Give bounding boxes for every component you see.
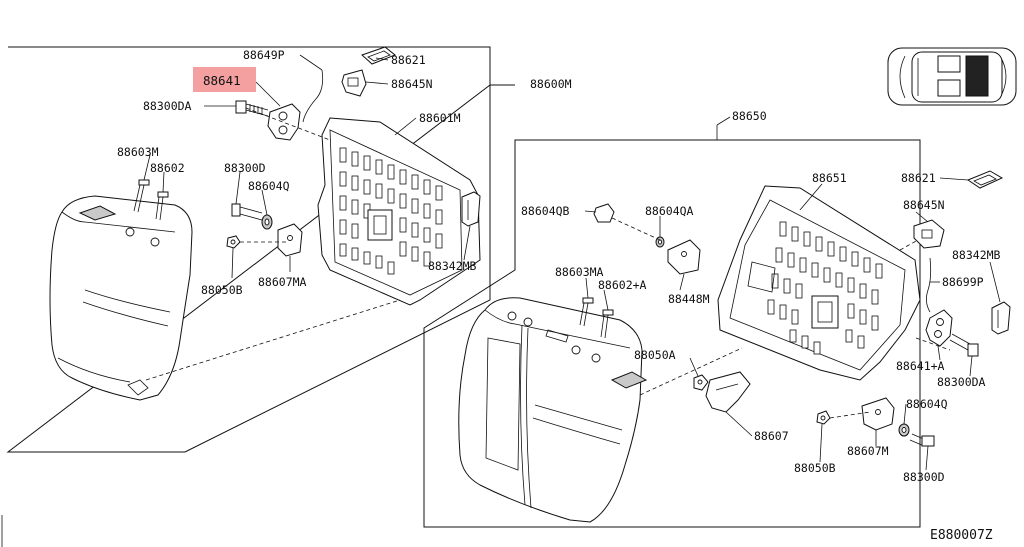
latch-88645N-right [913,219,945,249]
label-88645N-left[interactable]: 88645N [391,77,433,91]
label-88621-left[interactable]: 88621 [391,53,426,67]
wire-88699P [926,257,932,313]
bracket-88641A [925,309,953,347]
nut-88050A [693,374,709,391]
label-88604Q-left[interactable]: 88604Q [248,179,290,193]
cover-88621-left [361,46,396,65]
label-88602[interactable]: 88602 [150,161,185,175]
left-seat-back-cushion [49,195,193,401]
label-88602A[interactable]: 88602+A [598,278,647,292]
vehicle-location-icon [887,47,1017,106]
label-88300DA-right[interactable]: 88300DA [937,375,986,389]
diagram-code: E880007Z [930,528,993,543]
pin-88602 [155,191,169,221]
washer-88604Q-left [261,214,273,230]
label-88300DA-left[interactable]: 88300DA [143,99,192,113]
label-88342MB-left[interactable]: 88342MB [428,259,477,273]
washer-88604Q-right [898,423,910,437]
right-seat-back-cushion [458,297,648,523]
wire-88649P [302,69,324,123]
right-back-frame-88651 [717,185,921,381]
label-88448M[interactable]: 88448M [668,292,710,306]
hinge-88607MA-left [277,223,303,257]
label-88641-highlighted[interactable]: 88641 [203,73,241,88]
label-88641A[interactable]: 88641+A [896,359,945,373]
label-88607MA[interactable]: 88607MA [258,275,307,289]
highlight-88641 [193,67,256,92]
label-88342MB-right[interactable]: 88342MB [952,248,1001,262]
label-88050B-left[interactable]: 88050B [201,283,243,297]
hinge-88607 [705,371,751,413]
label-88601M[interactable]: 88601M [419,111,461,125]
label-88604QB[interactable]: 88604QB [521,204,570,218]
label-88603MA[interactable]: 88603MA [555,265,604,279]
bracket-88641 [267,103,301,141]
part-labels: 88649P 88641 88300DA 88621 88645N 88600M… [117,48,1001,543]
nut-88050B-right [816,410,831,425]
label-88650[interactable]: 88650 [732,109,767,123]
label-88607[interactable]: 88607 [754,429,789,443]
clip-88604QB [593,203,615,223]
cover-88342MB-right [991,301,1011,335]
nut-88050B-left [226,235,241,249]
label-88300D-left[interactable]: 88300D [224,161,266,175]
bracket-88448M [667,239,701,275]
label-88604Q-right[interactable]: 88604Q [906,397,948,411]
label-88050B-right[interactable]: 88050B [794,461,836,475]
bolt-88300DA-left [235,100,269,117]
hinge-88607M [861,397,895,431]
pin-88602A [600,309,614,339]
label-88621-right[interactable]: 88621 [901,171,936,185]
label-88649P[interactable]: 88649P [243,48,285,62]
bolt-88300D-right [909,433,935,447]
label-88607M[interactable]: 88607M [847,444,889,458]
label-88645N-right[interactable]: 88645N [903,198,945,212]
bolt-88300D-left [231,203,263,221]
label-88300D-right[interactable]: 88300D [903,470,945,484]
latch-88645N-left [341,69,367,97]
label-88604QA[interactable]: 88604QA [645,204,694,218]
leader-lines [143,54,1001,471]
cover-88621-right [966,170,1004,189]
label-88600M[interactable]: 88600M [530,77,572,91]
bolt-88300DA-right [949,333,979,357]
label-88699P[interactable]: 88699P [942,275,984,289]
label-88050A[interactable]: 88050A [634,348,676,362]
label-88651[interactable]: 88651 [812,171,847,185]
cover-88342MB-left [461,191,481,227]
right-assembly-frame [423,139,921,528]
left-back-frame-88601M [317,117,481,306]
label-88603M[interactable]: 88603M [117,145,159,159]
